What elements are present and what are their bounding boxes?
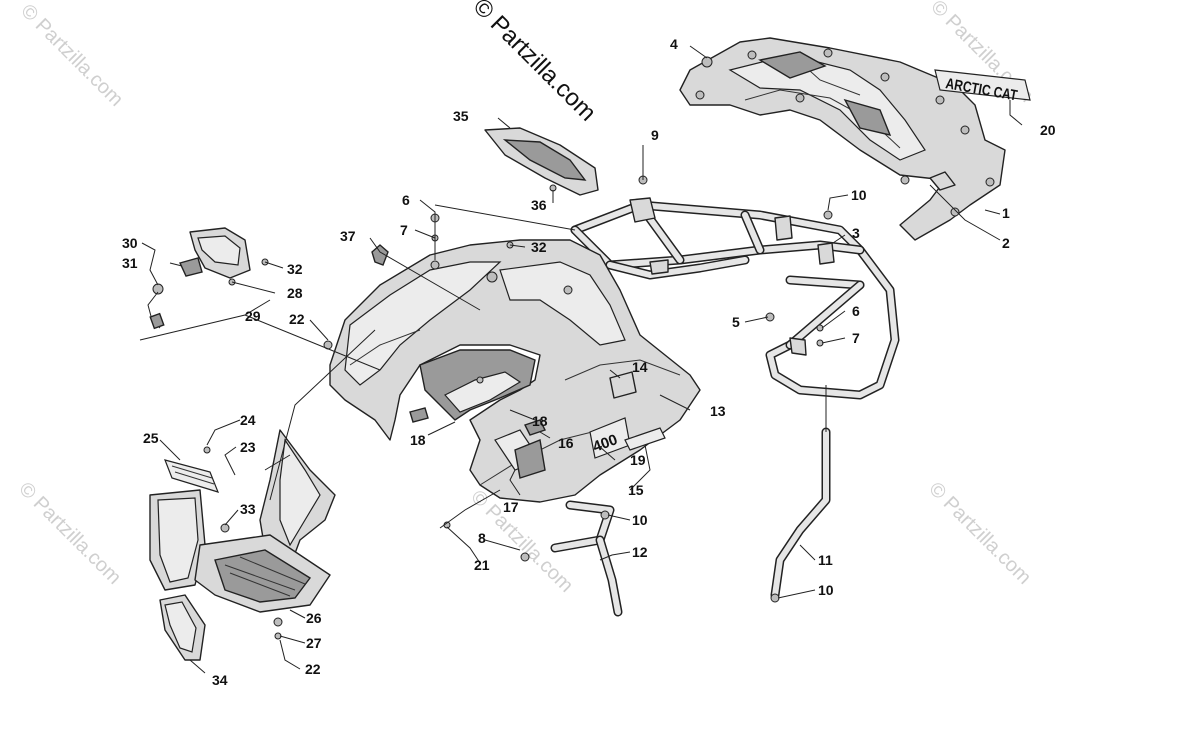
callout-4: 4: [670, 36, 678, 52]
splash-guard: [484, 127, 599, 196]
callout-25: 25: [143, 430, 159, 446]
footwell: [149, 429, 336, 661]
callout-20: 20: [1040, 122, 1056, 138]
leader-lines: [139, 45, 1023, 674]
callout-24: 24: [240, 412, 256, 428]
reflector: [624, 427, 666, 451]
callout-10-a: 10: [851, 187, 867, 203]
callout-6-a: 6: [402, 192, 410, 208]
callout-18-a: 18: [410, 432, 426, 448]
fender-tab: [609, 371, 637, 399]
callout-15: 15: [628, 482, 644, 498]
callout-3: 3: [852, 225, 860, 241]
callout-5: 5: [732, 314, 740, 330]
callout-14: 14: [632, 359, 648, 375]
callout-17: 17: [503, 499, 519, 515]
callout-22-a: 22: [289, 311, 305, 327]
callout-30: 30: [122, 235, 138, 251]
callout-37: 37: [340, 228, 356, 244]
rear-rack: [679, 37, 1006, 241]
callout-labels: 1 2 3 4 5 6 6 7 7 8 9 10 10 10 11 12 13 …: [122, 36, 1056, 688]
callout-10-c: 10: [818, 582, 834, 598]
callout-33: 33: [240, 501, 256, 517]
watermark-bottom-left: © Partzilla.com: [14, 478, 125, 589]
callout-12: 12: [632, 544, 648, 560]
callout-2: 2: [1002, 235, 1010, 251]
watermark-bottom-right: © Partzilla.com: [924, 478, 1035, 589]
callout-18-b: 18: [532, 413, 548, 429]
callout-22-b: 22: [305, 661, 321, 677]
support-tube: [770, 427, 831, 600]
callout-1: 1: [1002, 205, 1010, 221]
callout-16: 16: [558, 435, 574, 451]
callout-36: 36: [531, 197, 547, 213]
callout-23: 23: [240, 439, 256, 455]
callout-29: 29: [245, 308, 261, 324]
clip-37: [371, 244, 389, 266]
callout-35: 35: [453, 108, 469, 124]
callout-28: 28: [287, 285, 303, 301]
support-bracket: [550, 500, 623, 617]
callout-27: 27: [306, 635, 322, 651]
callout-8: 8: [478, 530, 486, 546]
callout-21: 21: [474, 557, 490, 573]
callout-34: 34: [212, 672, 228, 688]
callout-13: 13: [710, 403, 726, 419]
rack-frame: [570, 197, 900, 400]
hardware: [203, 56, 833, 640]
callout-32-b: 32: [531, 239, 547, 255]
watermark-main: © Partzilla.com: [468, 0, 601, 127]
watermark-top-left: © Partzilla.com: [16, 0, 127, 111]
callout-26: 26: [306, 610, 322, 626]
callout-10-b: 10: [632, 512, 648, 528]
tail-light: [147, 227, 251, 330]
callout-11: 11: [818, 552, 833, 568]
callout-32-a: 32: [287, 261, 303, 277]
callout-9: 9: [651, 127, 659, 143]
callout-19: 19: [630, 452, 646, 468]
callout-7-b: 7: [852, 330, 860, 346]
callout-7-a: 7: [400, 222, 408, 238]
callout-6-b: 6: [852, 303, 860, 319]
callout-31: 31: [122, 255, 138, 271]
